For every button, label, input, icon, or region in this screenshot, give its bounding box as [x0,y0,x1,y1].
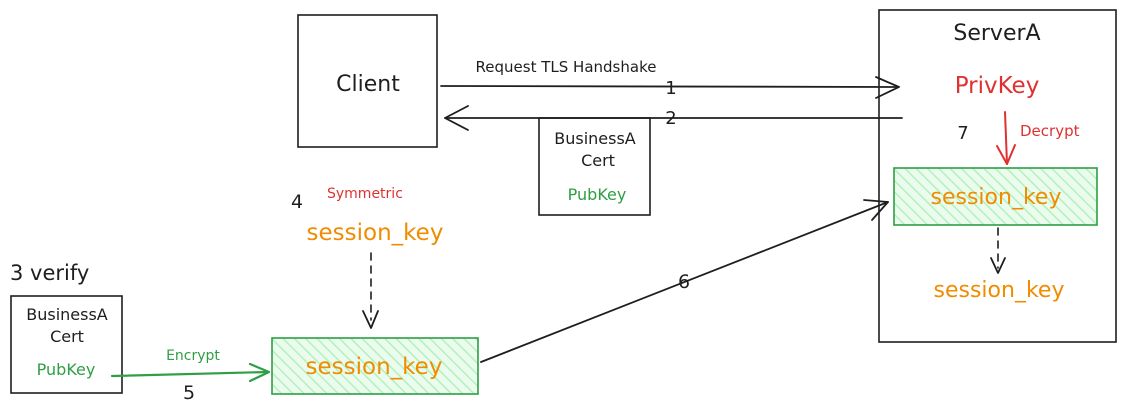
step-7-label: 7 [957,123,968,144]
server-title: ServerA [953,21,1040,46]
server-box [878,9,1117,343]
encrypt-label: Encrypt [166,348,220,364]
server-dashed-arrow-head [990,257,1006,274]
request-arrow-head [875,76,900,99]
decrypt-arrow [1004,111,1008,165]
decrypt-arrow-head [996,144,1016,165]
symmetric-label: Symmetric [327,186,403,202]
symmetric-session-key: session_key [307,220,444,246]
encrypted-session-key: session_key [306,354,443,380]
cert-left-line2: Cert [50,327,84,346]
server-node[interactable]: ServerA PrivKey 7 Decrypt session_key se… [878,9,1117,343]
cert-left-box [10,295,123,394]
send-arrow [480,201,889,363]
step-4-label: 4 [291,191,303,213]
cert-middle[interactable]: BusinessA Cert PubKey [538,117,651,216]
cert-middle-pubkey: PubKey [568,185,627,204]
server-privkey: PrivKey [955,73,1040,99]
request-label: Request TLS Handshake [476,58,657,76]
send-arrow-group: 6 [480,199,889,363]
cert-left[interactable]: BusinessA Cert PubKey [10,295,123,394]
symmetric-dashed-arrow-head [362,310,379,329]
server-session-key-box [893,167,1098,226]
step-1-label: 1 [665,78,676,99]
response-arrow-head [444,105,469,131]
response-arrow-group: 2 [444,105,903,131]
request-arrow-group: Request TLS Handshake 1 [440,58,900,99]
server-session-key-plain: session_key [934,278,1065,303]
server-session-key-hatched: session_key [931,185,1062,210]
verify-label: 3 verify [10,261,89,285]
step-6-label: 6 [678,271,690,293]
cert-middle-line1: BusinessA [554,129,636,148]
cert-middle-line2: Cert [581,151,615,170]
client-node[interactable]: Client [297,14,438,148]
encrypted-key-node[interactable]: session_key [271,337,479,395]
cert-left-line1: BusinessA [26,305,108,324]
cert-left-pubkey: PubKey [37,360,96,379]
step-5-label: 5 [183,382,195,404]
symmetric-key-group: 4 Symmetric session_key [291,186,444,329]
encrypt-arrow-group: Encrypt 5 [110,348,271,404]
request-arrow [440,85,898,88]
cert-middle-box [538,117,651,216]
client-label: Client [336,72,400,97]
decrypt-label: Decrypt [1020,122,1080,140]
encrypt-arrow-head [248,362,271,383]
encrypt-arrow [110,370,270,378]
encrypted-session-key-box [271,337,479,395]
client-box [297,14,438,148]
step-2-label: 2 [665,108,676,129]
send-arrow-head [863,199,889,221]
